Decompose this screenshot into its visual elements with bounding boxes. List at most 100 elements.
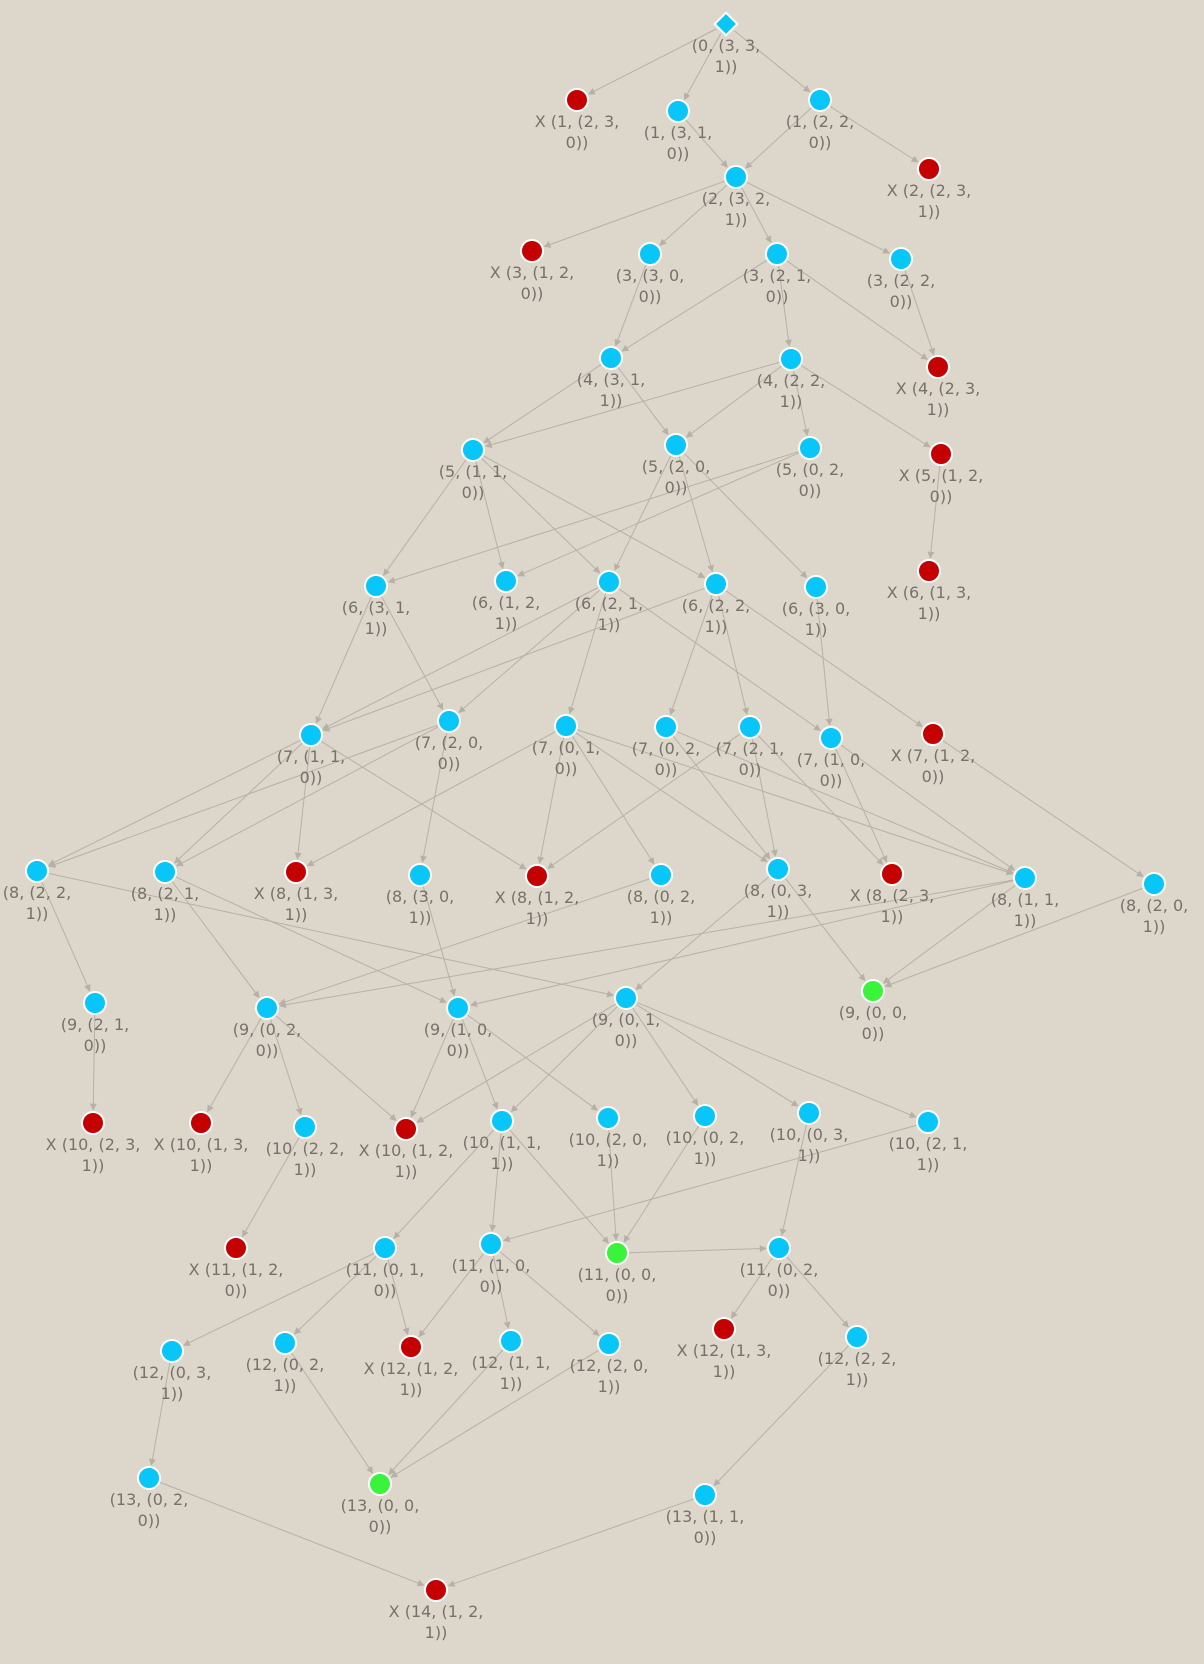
- graph-node[interactable]: X (8, (1, 2,1)): [495, 864, 580, 928]
- red-circle-icon[interactable]: [424, 1578, 448, 1602]
- blue-circle-icon[interactable]: [599, 346, 623, 370]
- blue-circle-icon[interactable]: [160, 1339, 184, 1363]
- blue-circle-icon[interactable]: [373, 1236, 397, 1260]
- green-circle-icon[interactable]: [368, 1472, 392, 1496]
- blue-circle-icon[interactable]: [1013, 866, 1037, 890]
- red-circle-icon[interactable]: [917, 559, 941, 583]
- blue-circle-icon[interactable]: [1142, 872, 1166, 896]
- blue-circle-icon[interactable]: [597, 1332, 621, 1356]
- graph-node[interactable]: (6, (2, 1,1)): [575, 570, 643, 634]
- red-circle-icon[interactable]: [81, 1111, 105, 1135]
- blue-circle-icon[interactable]: [596, 1106, 620, 1130]
- blue-circle-icon[interactable]: [479, 1232, 503, 1256]
- blue-circle-icon[interactable]: [845, 1325, 869, 1349]
- blue-circle-icon[interactable]: [766, 857, 790, 881]
- blue-circle-icon[interactable]: [693, 1483, 717, 1507]
- blue-circle-icon[interactable]: [638, 242, 662, 266]
- blue-circle-icon[interactable]: [889, 247, 913, 271]
- graph-node[interactable]: (9, (0, 1,0)): [592, 986, 660, 1050]
- blue-circle-icon[interactable]: [153, 860, 177, 884]
- graph-node[interactable]: (0, (3, 3,1)): [692, 11, 760, 76]
- blue-circle-icon[interactable]: [779, 347, 803, 371]
- graph-node[interactable]: (7, (2, 1,0)): [716, 715, 784, 779]
- graph-node[interactable]: (13, (1, 1,0)): [666, 1483, 745, 1547]
- blue-circle-icon[interactable]: [819, 726, 843, 750]
- red-circle-icon[interactable]: [394, 1117, 418, 1141]
- blue-circle-icon[interactable]: [25, 859, 49, 883]
- red-circle-icon[interactable]: [929, 442, 953, 466]
- graph-node[interactable]: (13, (0, 0,0)): [341, 1472, 420, 1536]
- blue-circle-icon[interactable]: [916, 1110, 940, 1134]
- graph-node[interactable]: X (7, (1, 2,0)): [891, 722, 976, 786]
- red-circle-icon[interactable]: [189, 1111, 213, 1135]
- graph-node[interactable]: (13, (0, 2,0)): [110, 1466, 189, 1530]
- graph-node[interactable]: (12, (0, 3,1)): [133, 1339, 212, 1403]
- graph-node[interactable]: (6, (2, 2,1)): [682, 572, 750, 636]
- graph-node[interactable]: (2, (3, 2,1)): [702, 165, 770, 229]
- blue-circle-icon[interactable]: [797, 1101, 821, 1125]
- blue-circle-icon[interactable]: [299, 723, 323, 747]
- graph-node[interactable]: (1, (3, 1,0)): [644, 99, 712, 163]
- red-circle-icon[interactable]: [284, 860, 308, 884]
- graph-node[interactable]: (7, (2, 0,0)): [415, 709, 483, 773]
- graph-node[interactable]: (4, (2, 2,1)): [757, 347, 825, 411]
- blue-circle-icon[interactable]: [666, 99, 690, 123]
- graph-node[interactable]: (9, (2, 1,0)): [61, 991, 129, 1055]
- graph-node[interactable]: X (6, (1, 3,1)): [887, 559, 972, 623]
- graph-node[interactable]: X (8, (2, 3,1)): [850, 862, 935, 926]
- blue-circle-icon[interactable]: [273, 1331, 297, 1355]
- graph-node[interactable]: (10, (0, 2,1)): [666, 1104, 745, 1168]
- graph-node[interactable]: (1, (2, 2,0)): [786, 88, 854, 152]
- graph-node[interactable]: X (4, (2, 3,1)): [896, 355, 981, 419]
- graph-node[interactable]: (4, (3, 1,1)): [577, 346, 645, 410]
- blue-circle-icon[interactable]: [704, 572, 728, 596]
- red-circle-icon[interactable]: [880, 862, 904, 886]
- graph-node[interactable]: (9, (0, 0,0)): [839, 979, 907, 1043]
- graph-node[interactable]: X (11, (1, 2,0)): [189, 1236, 284, 1300]
- graph-node[interactable]: (11, (0, 1,0)): [346, 1236, 425, 1300]
- red-circle-icon[interactable]: [565, 88, 589, 112]
- red-circle-icon[interactable]: [712, 1317, 736, 1341]
- blue-circle-icon[interactable]: [83, 991, 107, 1015]
- graph-node[interactable]: (7, (0, 2,0)): [632, 715, 700, 779]
- graph-node[interactable]: (12, (2, 2,1)): [818, 1325, 897, 1389]
- red-circle-icon[interactable]: [525, 864, 549, 888]
- blue-circle-icon[interactable]: [408, 863, 432, 887]
- graph-node[interactable]: (8, (2, 2,1)): [3, 859, 71, 923]
- graph-node[interactable]: (9, (1, 0,0)): [424, 996, 492, 1060]
- blue-circle-icon[interactable]: [654, 715, 678, 739]
- blue-circle-icon[interactable]: [293, 1115, 317, 1139]
- graph-node[interactable]: X (12, (1, 3,1)): [677, 1317, 772, 1381]
- blue-circle-icon[interactable]: [724, 165, 748, 189]
- blue-circle-icon[interactable]: [798, 436, 822, 460]
- graph-node[interactable]: (7, (0, 1,0)): [532, 714, 600, 778]
- graph-node[interactable]: (3, (3, 0,0)): [616, 242, 684, 306]
- graph-node[interactable]: (6, (3, 0,1)): [782, 575, 850, 639]
- blue-circle-icon[interactable]: [804, 575, 828, 599]
- red-circle-icon[interactable]: [921, 722, 945, 746]
- graph-node[interactable]: (8, (2, 1,1)): [131, 860, 199, 924]
- graph-node[interactable]: (5, (1, 1,0)): [439, 438, 507, 502]
- green-circle-icon[interactable]: [605, 1241, 629, 1265]
- blue-circle-icon[interactable]: [765, 242, 789, 266]
- graph-node[interactable]: (10, (2, 2,1)): [266, 1115, 345, 1179]
- graph-node[interactable]: (10, (2, 1,1)): [889, 1110, 968, 1174]
- blue-circle-icon[interactable]: [494, 569, 518, 593]
- graph-node[interactable]: (11, (0, 2,0)): [740, 1236, 819, 1300]
- graph-node[interactable]: (11, (0, 0,0)): [578, 1241, 657, 1305]
- graph-node[interactable]: X (10, (1, 2,1)): [359, 1117, 454, 1181]
- red-circle-icon[interactable]: [520, 239, 544, 263]
- blue-circle-icon[interactable]: [554, 714, 578, 738]
- blue-circle-icon[interactable]: [767, 1236, 791, 1260]
- red-circle-icon[interactable]: [399, 1335, 423, 1359]
- blue-circle-icon[interactable]: [255, 996, 279, 1020]
- graph-node[interactable]: X (14, (1, 2,1)): [389, 1578, 484, 1642]
- graph-node[interactable]: (3, (2, 2,0)): [867, 247, 935, 311]
- green-circle-icon[interactable]: [861, 979, 885, 1003]
- red-circle-icon[interactable]: [926, 355, 950, 379]
- graph-node[interactable]: (10, (0, 3,1)): [770, 1101, 849, 1165]
- graph-node[interactable]: (5, (0, 2,0)): [776, 436, 844, 500]
- red-circle-icon[interactable]: [917, 157, 941, 181]
- graph-node[interactable]: (3, (2, 1,0)): [743, 242, 811, 306]
- graph-node[interactable]: X (2, (2, 3,1)): [887, 157, 972, 221]
